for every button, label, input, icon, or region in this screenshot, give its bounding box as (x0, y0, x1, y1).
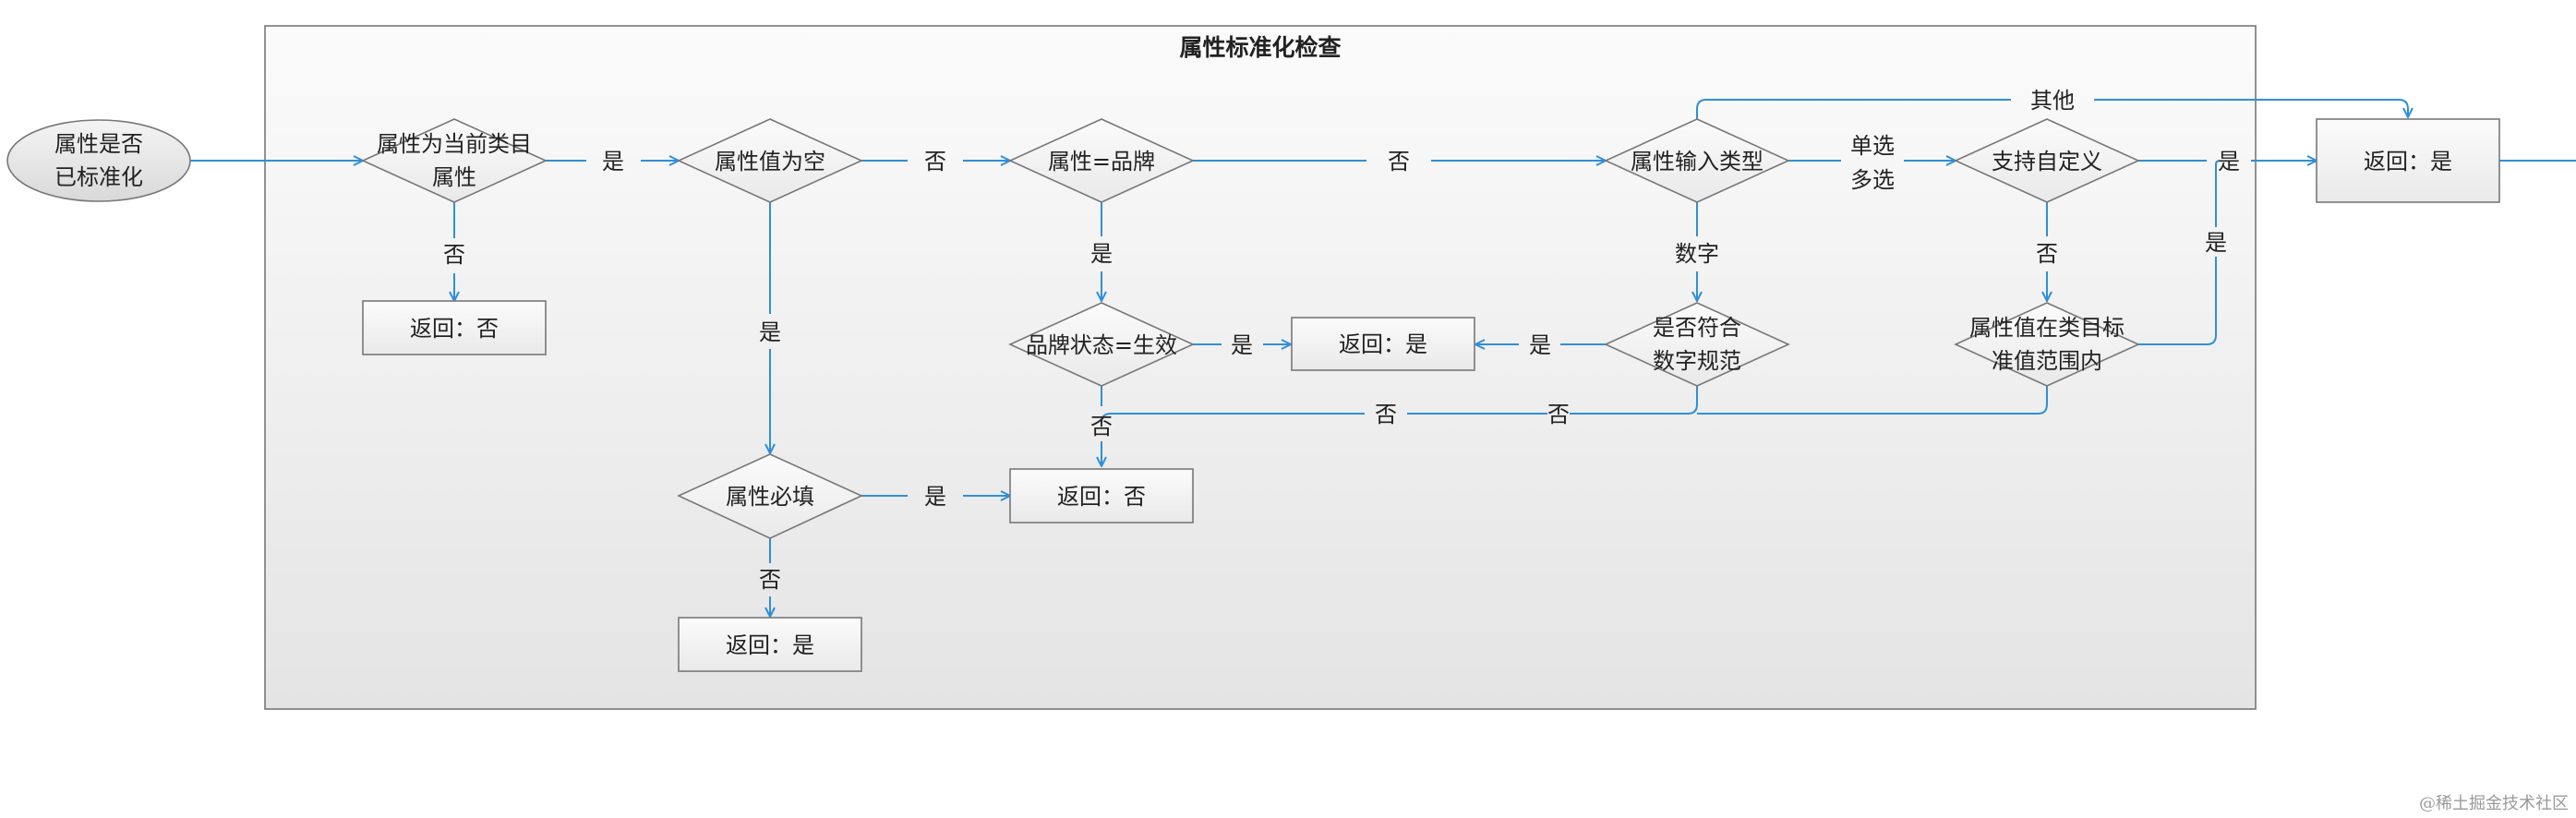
decision-current-category-line1: 属性为当前类目 (377, 131, 532, 157)
edge-in-range-yes (2138, 160, 2221, 345)
edge-numeric-no (1101, 386, 1698, 424)
decision-input-type (1604, 118, 1790, 203)
label-brand-status-no: 否 (1090, 414, 1113, 439)
decision-value-empty-label: 属性值为空 (715, 149, 825, 174)
container-title: 属性标准化检查 (1179, 34, 1341, 61)
label-numeric-yes: 是 (1529, 332, 1551, 358)
decision-required (677, 453, 863, 539)
return-yes-final-label: 返回：是 (2364, 149, 2452, 174)
decision-required-label: 属性必填 (726, 484, 814, 510)
label-current-category-yes: 是 (602, 149, 624, 174)
label-value-empty-yes: 是 (759, 319, 781, 345)
edge-in-range-no (1697, 386, 2048, 415)
decision-numeric-spec-line1: 是否符合 (1653, 315, 1741, 341)
decision-input-type-label: 属性输入类型 (1631, 149, 1763, 174)
start-node (6, 119, 191, 202)
label-required-no: 否 (759, 567, 781, 593)
label-in-range-yes: 是 (2205, 230, 2227, 256)
label-brand-no: 否 (1388, 149, 1410, 174)
return-yes-mid (1291, 317, 1475, 371)
return-no-not-category-label: 返回：否 (410, 316, 499, 342)
return-no-brand-label: 返回：否 (1057, 484, 1146, 510)
label-custom-no: 否 (2036, 241, 2058, 267)
label-input-type-single: 单选 (1850, 133, 1895, 159)
decision-brand-label: 属性=品牌 (1048, 149, 1155, 174)
label-current-category-no: 否 (443, 242, 465, 268)
decision-brand-status (1008, 302, 1195, 387)
label-input-type-number: 数字 (1675, 241, 1719, 267)
label-input-type-multi: 多选 (1850, 167, 1895, 193)
label-input-type-other: 其他 (2030, 88, 2075, 114)
start-node-line1: 属性是否 (54, 131, 143, 157)
return-yes-required-label: 返回：是 (726, 632, 814, 658)
decision-in-range-line2: 准值范围内 (1992, 348, 2102, 374)
decision-custom (1954, 118, 2140, 203)
decision-current-category (361, 118, 548, 203)
decision-brand (1008, 118, 1195, 203)
label-in-range-no: 否 (1547, 402, 1570, 427)
watermark: @稀土掘金技术社区 (2419, 794, 2569, 813)
label-required-yes: 是 (924, 484, 946, 510)
decision-in-range (1954, 302, 2140, 387)
return-yes-final (2316, 118, 2500, 203)
decision-custom-label: 支持自定义 (1992, 149, 2102, 174)
decision-current-category-line2: 属性 (432, 164, 476, 190)
decision-numeric-spec (1604, 302, 1790, 387)
label-brand-status-yes: 是 (1231, 332, 1253, 358)
edge-input-type-other-b (2094, 99, 2408, 117)
return-no-not-category (362, 300, 547, 355)
decision-brand-status-label: 品牌状态=生效 (1026, 332, 1177, 358)
decision-numeric-spec-line2: 数字规范 (1653, 348, 1741, 374)
label-numeric-no: 否 (1375, 402, 1397, 427)
label-value-empty-no: 否 (924, 149, 946, 174)
decision-value-empty (677, 118, 863, 203)
start-node-line2: 已标准化 (54, 164, 143, 190)
check-container (264, 25, 2257, 710)
label-brand-yes: 是 (1090, 241, 1113, 267)
return-yes-required (678, 617, 862, 672)
return-no-brand (1009, 468, 1194, 523)
label-custom-yes: 是 (2218, 149, 2240, 174)
decision-in-range-line1: 属性值在类目标 (1969, 315, 2125, 341)
return-yes-mid-label: 返回：是 (1339, 331, 1427, 357)
edge-input-type-other-a (1696, 99, 2011, 120)
